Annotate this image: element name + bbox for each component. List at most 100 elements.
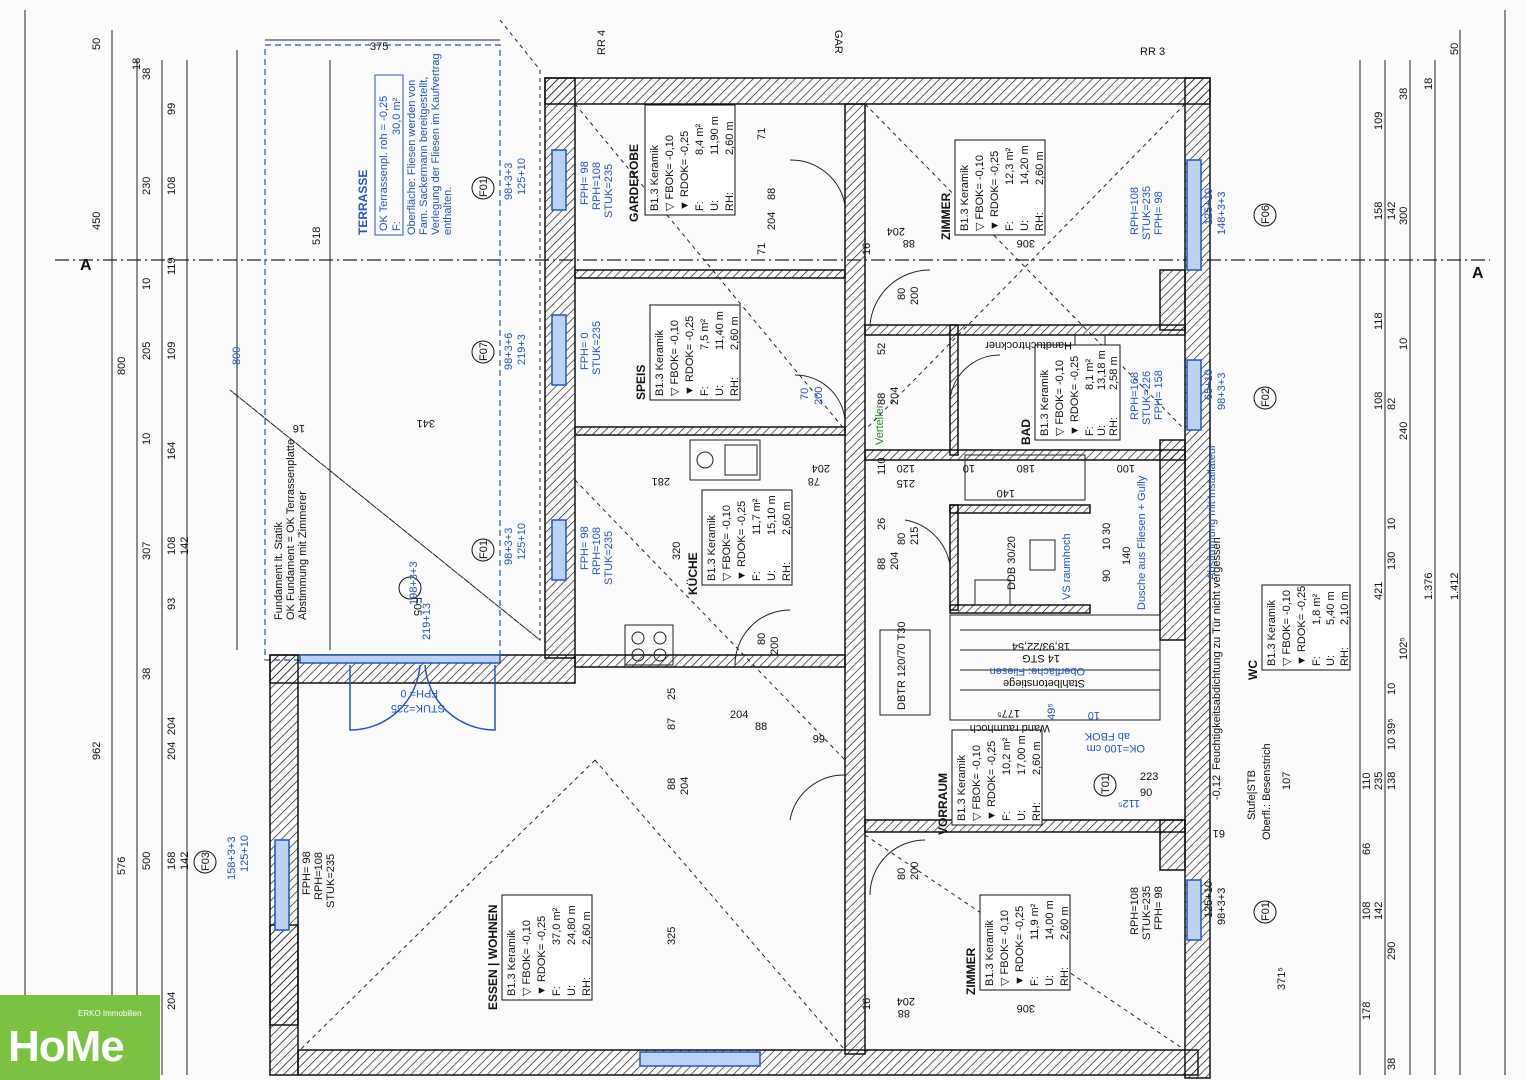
window-spec-2: RPH=108 <box>591 162 603 210</box>
room-material: B1.3 Keramik <box>654 329 666 396</box>
window-spec: FPH= 98 <box>301 851 313 895</box>
dim-label: 200 <box>813 387 825 405</box>
room-material: B1.3 Keramik <box>649 144 661 211</box>
dim-label: 52 <box>876 343 888 355</box>
dim-label: 10 <box>141 278 153 290</box>
terrace-f-label: F: <box>391 221 403 231</box>
dim-label: 204 <box>730 709 748 721</box>
annotation-dusche: Dusche aus Fliesen + Gully <box>1136 475 1148 610</box>
annotation-rr4: RR 4 <box>596 30 608 55</box>
window-size: 98+3+3 <box>503 163 515 200</box>
window-spec: RPH=168 <box>1129 372 1141 420</box>
room-rh-label: RH: <box>1059 967 1071 986</box>
dim-label: 215 <box>909 527 921 545</box>
dimension-numbers-inner: 88 204 71 71 88 204 306 80 200 16 52 88 … <box>293 128 1293 1019</box>
room-material: B1.3 Keramik <box>959 164 971 231</box>
dim-label: 142 <box>1386 202 1398 220</box>
dim-label: 100 <box>1117 462 1135 474</box>
window-spec-2: STUK=226 <box>1141 371 1153 425</box>
room-table-wohnen: B1.3 Keramik ▽ FBOK= -0,10 ▼ RDOK= -0,25… <box>501 894 593 1001</box>
room-fbok: ▽ FBOK= -0,10 <box>669 320 681 396</box>
window-id: F01 <box>478 178 490 197</box>
window-label-f01-bottom: F01 98+3+3 125+10 RPH=108 STUK=235 FPH= … <box>1129 881 1277 940</box>
dim-label: 306 <box>1017 1002 1035 1014</box>
dimension-numbers-right: 50 18 38 109 158 142 300 118 10 108 82 2… <box>1276 43 1461 1070</box>
dim-label: 800 <box>231 347 243 365</box>
fundament-line-2: OK Fundament = OK Terrassenplatte <box>285 439 297 620</box>
terrace-note-1: Oberfläche: Fliesen werden von <box>406 80 418 235</box>
fundament-line-3: Abstimmung mit Zimmerer <box>297 491 309 620</box>
dim-label: 140 <box>997 487 1015 499</box>
annotation-ab: ab FBOK <box>1084 730 1130 742</box>
room-rh-label: RH: <box>1339 647 1351 666</box>
dim-label: 962 <box>91 742 103 760</box>
room-rdok: ▼ RDOK= -0,25 <box>684 316 696 396</box>
room-u-label: U: <box>1016 810 1028 821</box>
dim-label: 800 <box>116 357 128 375</box>
terrace-ok: OK Terrassenpl. roh = -0,25 <box>378 96 390 231</box>
dim-label: 108 <box>166 177 178 195</box>
dim-label: 80 <box>756 633 768 645</box>
window-spec: RPH=108 <box>1129 187 1141 235</box>
room-name-bad: BAD <box>1019 419 1033 445</box>
door-label-t01: T01 223 90 <box>1093 771 1158 799</box>
room-u-label: U: <box>1096 425 1108 436</box>
dim-label: 38 <box>1398 88 1410 100</box>
window-label-f01-top: F01 98+3+3 125+10 FPH= 98 RPH=108 STUK=2… <box>471 158 615 218</box>
room-rh-label: RH: <box>1108 417 1120 436</box>
dim-label: 576 <box>116 857 128 875</box>
dim-label: 108 <box>166 537 178 555</box>
window-spec-2: STUK=235 <box>1141 186 1153 240</box>
window-spec-3: FPH= 98 <box>1153 191 1165 235</box>
room-table-speis: B1.3 Keramik ▽ FBOK= -0,10 ▼ RDOK= -0,25… <box>649 304 741 401</box>
room-area: 8,4 m² <box>694 123 706 155</box>
dim-label: 10 <box>1386 738 1398 750</box>
window-size: 158+3+3 <box>226 837 238 880</box>
room-height: 2,58 m <box>1108 356 1120 390</box>
dim-label: 80 <box>896 868 908 880</box>
door-id: T01 <box>1100 775 1112 794</box>
room-fbok: ▽ FBOK= -0,10 <box>999 910 1011 986</box>
dim-label: 71 <box>756 243 768 255</box>
fundament-note: Fundament lt. Statik OK Fundament = OK T… <box>273 439 309 620</box>
room-table-bad: B1.3 Keramik ▽ FBOK= -0,10 ▼ RDOK= -0,25… <box>1034 344 1121 441</box>
dim-label: 66 <box>813 732 825 744</box>
room-material: B1.3 Keramik <box>506 929 518 996</box>
room-f-label: F: <box>1029 976 1041 986</box>
window-spec: FPH= 98 <box>579 161 591 205</box>
room-name-wc: WC <box>1246 660 1260 680</box>
room-table-vorraum: B1.3 Keramik ▽ FBOK= -0,10 ▼ RDOK= -0,25… <box>951 729 1043 826</box>
dim-label: 108 <box>1361 902 1373 920</box>
dim-label: 421 <box>1373 582 1385 600</box>
room-area: 11,7 m² <box>751 498 763 535</box>
dim-label: 140 <box>1121 547 1133 565</box>
dim-label: 16 <box>861 243 873 255</box>
room-u-label: U: <box>566 985 578 996</box>
dim-label: 80 <box>896 533 908 545</box>
room-rdok: ▼ RDOK= -0,25 <box>1296 586 1308 666</box>
window-spec-2: RPH=108 <box>313 852 325 900</box>
dim-label: 109 <box>166 342 178 360</box>
annotation-rr3: RR 3 <box>1140 46 1165 58</box>
room-f-label: F: <box>751 571 763 581</box>
room-height: 2,60 m <box>729 316 741 350</box>
window-spec-2: STUK=235 <box>591 321 603 375</box>
dim-label: 1.376 <box>1423 572 1435 600</box>
room-f-label: F: <box>1311 656 1323 666</box>
room-fbok: ▽ FBOK= -0,10 <box>664 135 676 211</box>
room-perimeter: 14,00 m <box>1044 900 1056 940</box>
window-spec-2: STUK=235 <box>391 702 445 714</box>
windows <box>274 149 1202 1067</box>
annotation-level: -0,12 <box>1211 775 1223 800</box>
room-u-label: U: <box>766 570 778 581</box>
window-size: 98+3+3 <box>1216 888 1228 925</box>
room-u-label: U: <box>714 385 726 396</box>
room-name-vorraum: VORRAUM <box>936 773 950 835</box>
dim-label: 177⁵ <box>997 707 1020 719</box>
window-size: 98+3+6 <box>503 333 515 370</box>
dim-label: 88 <box>903 237 915 249</box>
dim-label: 200 <box>769 637 781 655</box>
dim-label: 88 <box>666 778 678 790</box>
room-name-wohnen: ESSEN | WOHNEN <box>486 905 500 1010</box>
annotation-abstimmung: Abstimmung mit Installateur <box>1206 444 1218 580</box>
